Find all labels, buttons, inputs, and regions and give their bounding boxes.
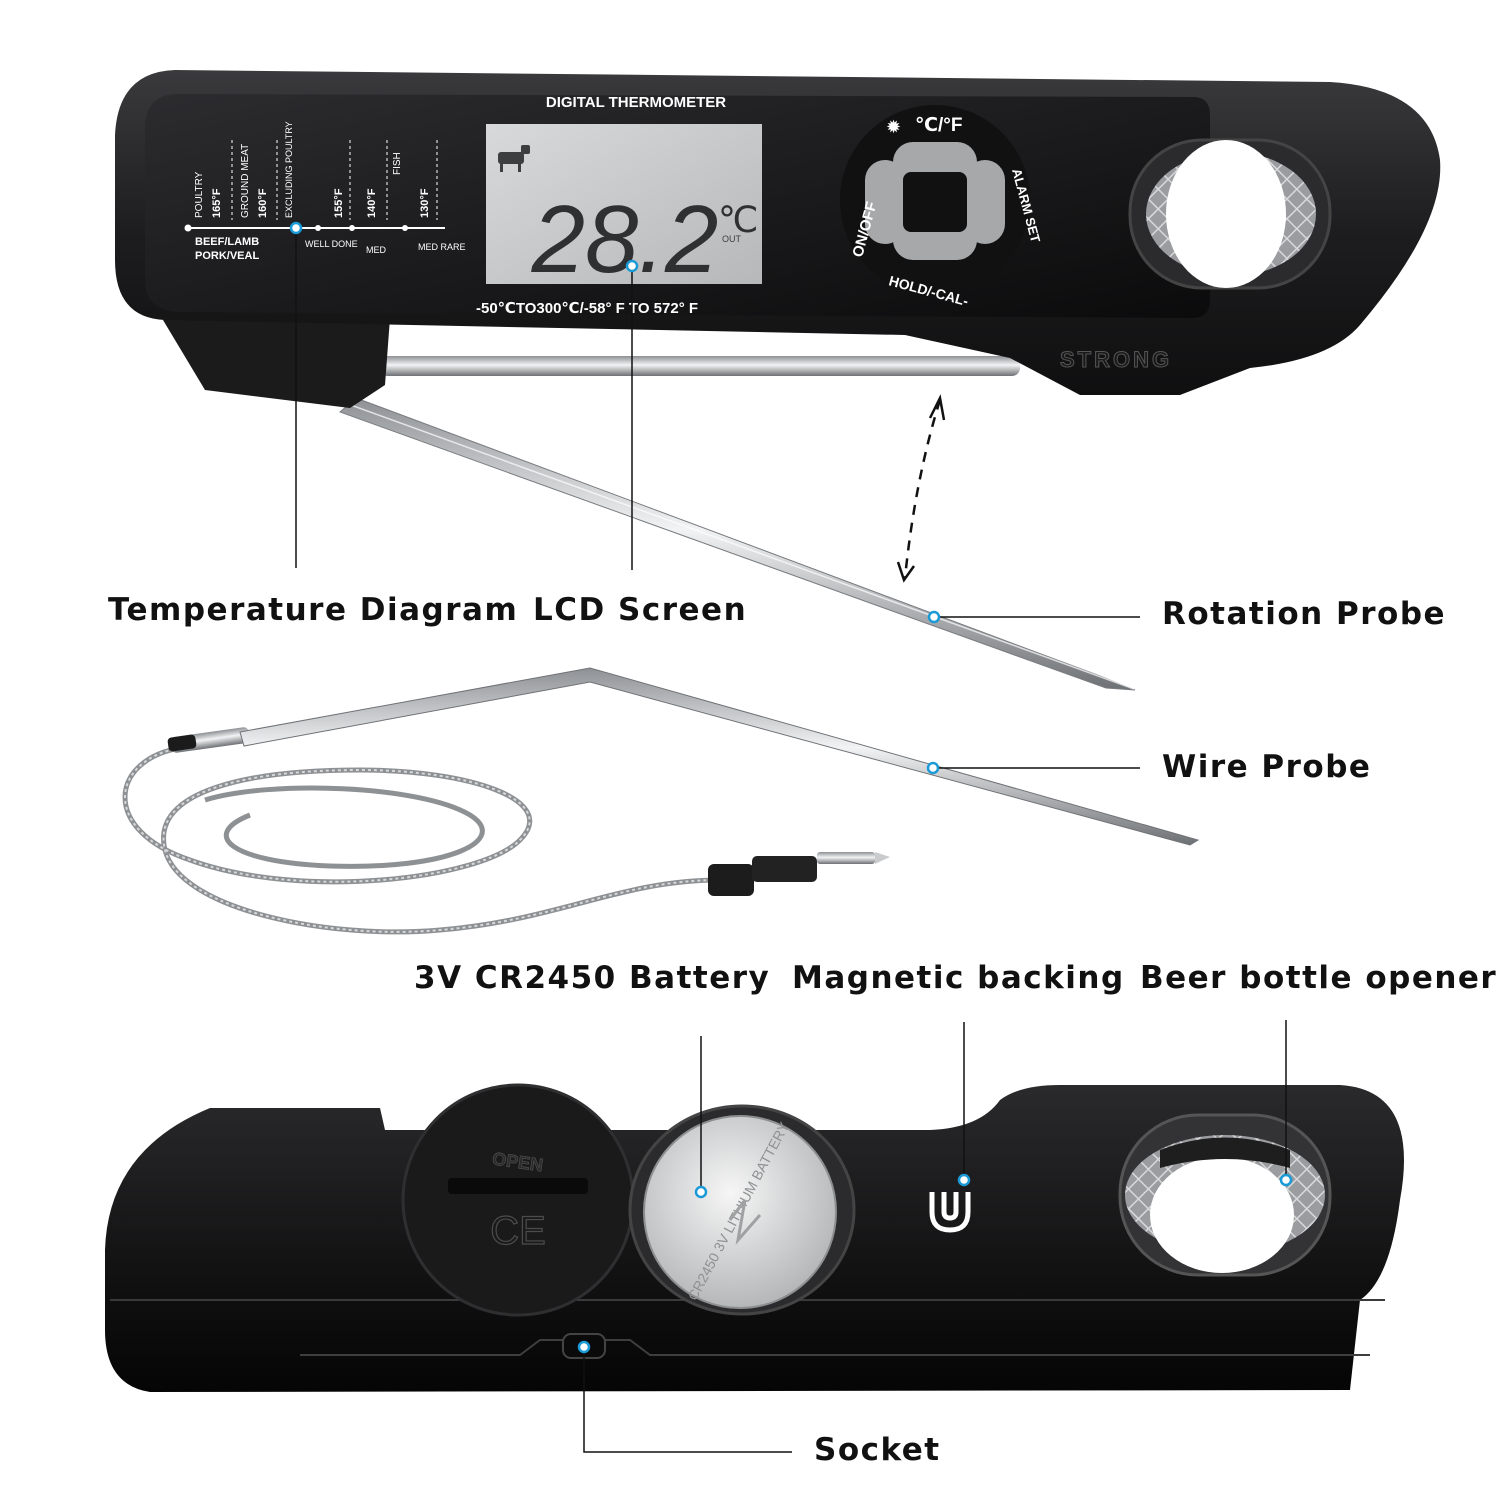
marker-wire-probe <box>926 761 940 775</box>
callout-rotation-probe: Rotation Probe <box>1162 596 1447 632</box>
button-pad[interactable] <box>840 105 1030 295</box>
cow-icon <box>498 145 530 172</box>
callout-lcd-screen: LCD Screen <box>533 592 748 628</box>
back-bottle-opener <box>1118 1113 1332 1277</box>
lcd-unit: ℃ <box>718 199 758 240</box>
callout-lines <box>295 228 1287 1453</box>
callout-bottle-opener: Beer bottle opener <box>1140 960 1498 996</box>
front-bottle-opener <box>1128 138 1332 290</box>
light-icon: ✹ <box>886 117 901 137</box>
diagram-temp-160: 160°F <box>257 188 269 218</box>
button-left[interactable] <box>865 160 905 244</box>
stowed-rod <box>380 356 1020 376</box>
diagram-temp-165: 165°F <box>211 188 223 218</box>
diagram-label-fish: FISH <box>392 152 403 175</box>
diagram-doneness-med: MED <box>366 245 387 255</box>
diagram-doneness-well: WELL DONE <box>305 239 358 249</box>
button-right[interactable] <box>965 160 1005 244</box>
temperature-diagram: POULTRY 165°F GROUND MEAT 160°F EXCLUDIN… <box>184 121 466 262</box>
marker-opener <box>1279 1173 1293 1187</box>
marker-battery <box>694 1185 708 1199</box>
hinge-block <box>160 315 390 408</box>
diagram-temp-130: 130°F <box>419 188 431 218</box>
device-header: DIGITAL THERMOMETER <box>546 94 726 111</box>
rotation-arrow <box>896 394 946 583</box>
diagram-label-excluding-poultry: EXCLUDING POULTRY <box>284 121 294 218</box>
callout-battery: 3V CR2450 Battery <box>414 960 771 996</box>
marker-socket <box>577 1340 591 1354</box>
diagram-meat-bottom: PORK/VEAL <box>195 250 259 262</box>
marker-temperature-diagram <box>289 221 303 235</box>
diagram-meat-top: BEEF/LAMB <box>195 236 259 248</box>
audio-jack <box>708 852 890 896</box>
thermometer-front: DIGITAL THERMOMETER POULTRY 165°F GROUND… <box>115 70 1441 691</box>
diagram-temp-155: 155°F <box>333 188 345 218</box>
diagram-doneness-med-rare: MED RARE <box>418 242 466 252</box>
lcd-reading: 28.2 <box>531 186 719 293</box>
diagram-temp-140: 140°F <box>366 188 378 218</box>
thermometer-back: OPEN CE CR2450 3V LITHIUM BATTERY <box>105 1083 1404 1392</box>
lcd-out-label: OUT <box>722 234 742 244</box>
coin-battery <box>643 1115 837 1309</box>
diagram-label-ground-meat: GROUND MEAT <box>240 144 251 218</box>
brand-logo: STRONG <box>1060 347 1172 372</box>
button-label-unit: ℃/°F <box>915 115 963 136</box>
marker-rotation-probe <box>927 610 941 624</box>
magnet-icon <box>929 1192 971 1233</box>
callout-wire-probe: Wire Probe <box>1162 749 1372 785</box>
battery-compartment: CR2450 3V LITHIUM BATTERY <box>628 1104 856 1316</box>
wire-probe <box>122 667 1200 935</box>
ce-mark: CE <box>490 1209 546 1253</box>
callout-socket: Socket <box>814 1432 941 1468</box>
callout-temperature-diagram: Temperature Diagram <box>108 592 519 628</box>
rotation-probe <box>339 397 1136 691</box>
lcd-screen: 28.2 ℃ OUT <box>486 124 762 293</box>
range-text: -50℃TO300℃/-58° F TO 572° F <box>476 300 698 317</box>
callout-magnetic-backing: Magnetic backing <box>792 960 1125 996</box>
callout-markers <box>289 221 1293 1354</box>
marker-magnet <box>957 1173 971 1187</box>
diagram-label-poultry: POULTRY <box>194 171 205 218</box>
marker-lcd <box>625 259 639 273</box>
battery-cover[interactable]: OPEN CE <box>401 1083 635 1317</box>
